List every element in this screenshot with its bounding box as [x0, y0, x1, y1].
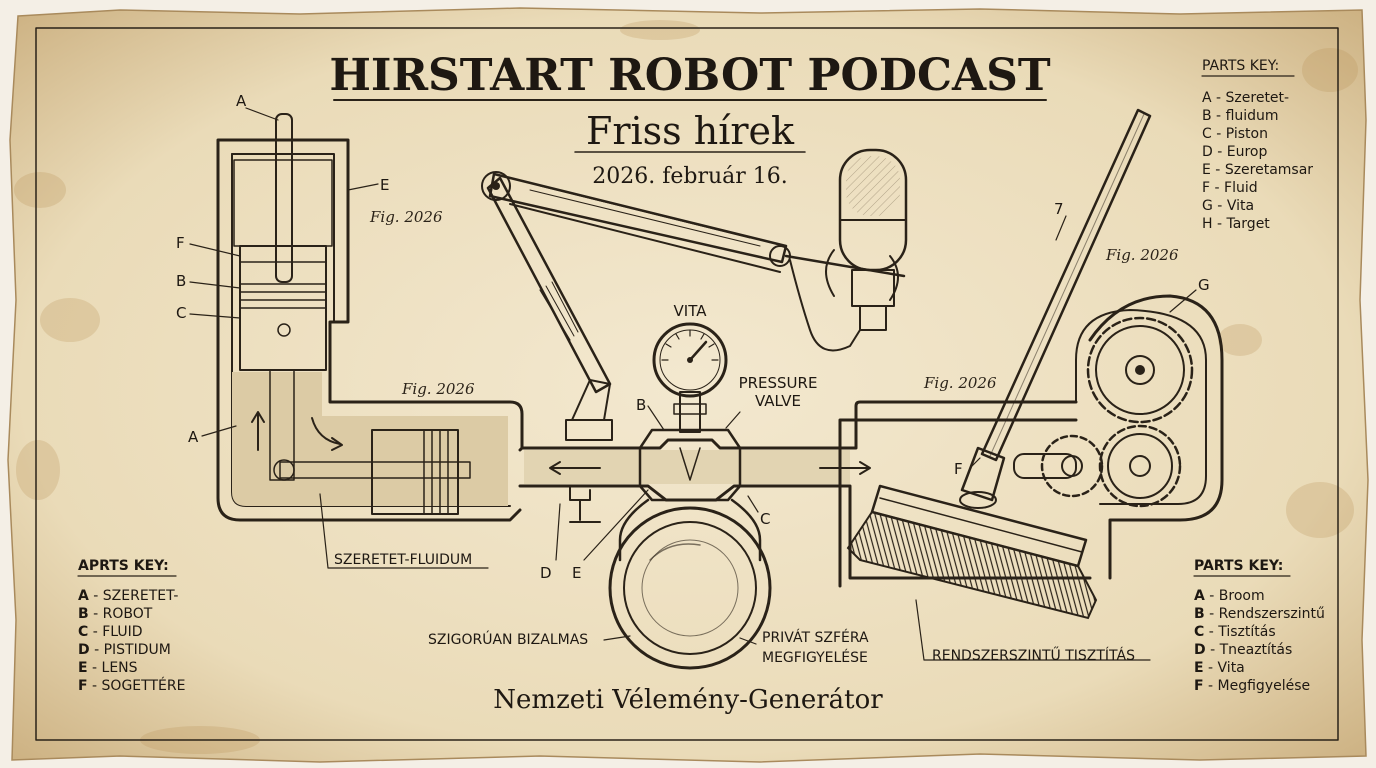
inner-border — [35, 27, 1339, 741]
callout-e-top: E — [380, 176, 389, 194]
callout-a-left: A — [188, 428, 199, 446]
parts-key-bottom-right: PARTS KEY: A - Broom B - Rendszerszintű … — [1193, 558, 1325, 694]
key-item: E - LENS — [78, 660, 138, 676]
gear-housing — [1013, 294, 1224, 580]
piston-assembly — [216, 113, 524, 522]
callout-szigoruan-bizalmas: SZIGORÚAN BIZALMAS — [428, 630, 588, 648]
key-item: D - Europ — [1202, 144, 1267, 160]
central-pipe — [518, 400, 1092, 588]
key-title: PARTS KEY: — [1202, 58, 1279, 74]
callout-b-mid: B — [636, 396, 646, 414]
callout-vita: VITA — [674, 302, 708, 320]
key-item: G - Vita — [1202, 198, 1254, 214]
callout-a-top: A — [236, 92, 247, 110]
key-item: A - Broom — [1194, 588, 1265, 604]
footer-caption: Nemzeti Vélemény-Generátor — [493, 685, 883, 715]
microphone-arm — [481, 148, 908, 441]
callout-g-right: G — [1198, 276, 1210, 294]
key-item: F - Fluid — [1202, 180, 1258, 196]
episode-date: 2026. február 16. — [592, 164, 788, 189]
leader-lines — [189, 107, 1197, 661]
key-item: H - Target — [1202, 216, 1270, 232]
key-item: F - SOGETTÉRE — [78, 677, 185, 694]
parts-key-top-right: PARTS KEY: A - Szeretet- B - fluidum C -… — [1201, 58, 1313, 232]
title-block: HIRSTART ROBOT PODCAST Friss hírek 2026.… — [329, 50, 1051, 189]
key-item: E - Szeretamsar — [1202, 162, 1313, 178]
fig-label-top-left: Fig. 2026 — [369, 208, 443, 226]
key-item: B - fluidum — [1202, 108, 1279, 124]
podcast-title: HIRSTART ROBOT PODCAST — [329, 50, 1051, 101]
callout-pressure: PRESSURE — [739, 374, 818, 392]
key-item: C - Piston — [1202, 126, 1268, 142]
callout-c-mid: C — [760, 510, 770, 528]
fig-label-top-right: Fig. 2026 — [1105, 246, 1179, 264]
key-item: C - Tisztítás — [1194, 624, 1276, 640]
key-title: PARTS KEY: — [1194, 558, 1283, 574]
key-item: C - FLUID — [78, 624, 143, 640]
key-item: A - Szeretet- — [1202, 90, 1289, 106]
key-item: E - Vita — [1194, 660, 1245, 676]
key-item: D - PISTIDUM — [78, 642, 171, 658]
pressure-gauge — [652, 322, 728, 433]
lens-window — [608, 498, 772, 670]
callout-szeretet-fluidum: SZERETET-FLUIDUM — [334, 552, 472, 568]
key-item: A - SZERETET- — [78, 588, 178, 604]
figure-labels: Fig. 2026 Fig. 2026 Fig. 2026 Fig. 2026 — [369, 208, 1179, 398]
callout-seven: 7 — [1054, 200, 1064, 218]
callout-f-right: F — [954, 460, 963, 478]
key-item: F - Megfigyelése — [1194, 678, 1310, 694]
callout-d-mid: D — [540, 564, 552, 582]
callout-rendszerszintu: RENDSZERSZINTŰ TISZTÍTÁS — [932, 646, 1135, 664]
callout-c-left: C — [176, 304, 186, 322]
piston-rod — [275, 113, 293, 283]
callout-valve: VALVE — [755, 392, 801, 410]
key-item: B - ROBOT — [78, 606, 153, 622]
fig-label-mid-left: Fig. 2026 — [401, 380, 475, 398]
broom — [846, 108, 1152, 620]
episode-subtitle: Friss hírek — [586, 109, 795, 153]
callout-e-mid: E — [572, 564, 581, 582]
callout-privat-2: MEGFIGYELÉSE — [762, 649, 868, 666]
key-title: APRTS KEY: — [78, 558, 169, 574]
callout-b-left: B — [176, 272, 186, 290]
szeretet-fluid — [232, 372, 508, 506]
key-item: B - Rendszerszintű — [1194, 606, 1325, 622]
stains — [14, 20, 1358, 754]
fig-label-mid-right: Fig. 2026 — [923, 374, 997, 392]
callout-privat-1: PRIVÁT SZFÉRA — [762, 629, 869, 646]
callouts: A E F B C A VITA PRESSURE VALVE B C D E … — [176, 92, 1210, 666]
callout-f-left: F — [176, 234, 185, 252]
parts-key-bottom-left: APRTS KEY: A - SZERETET- B - ROBOT C - F… — [77, 558, 185, 694]
key-item: D - Tneaztítás — [1194, 642, 1292, 658]
